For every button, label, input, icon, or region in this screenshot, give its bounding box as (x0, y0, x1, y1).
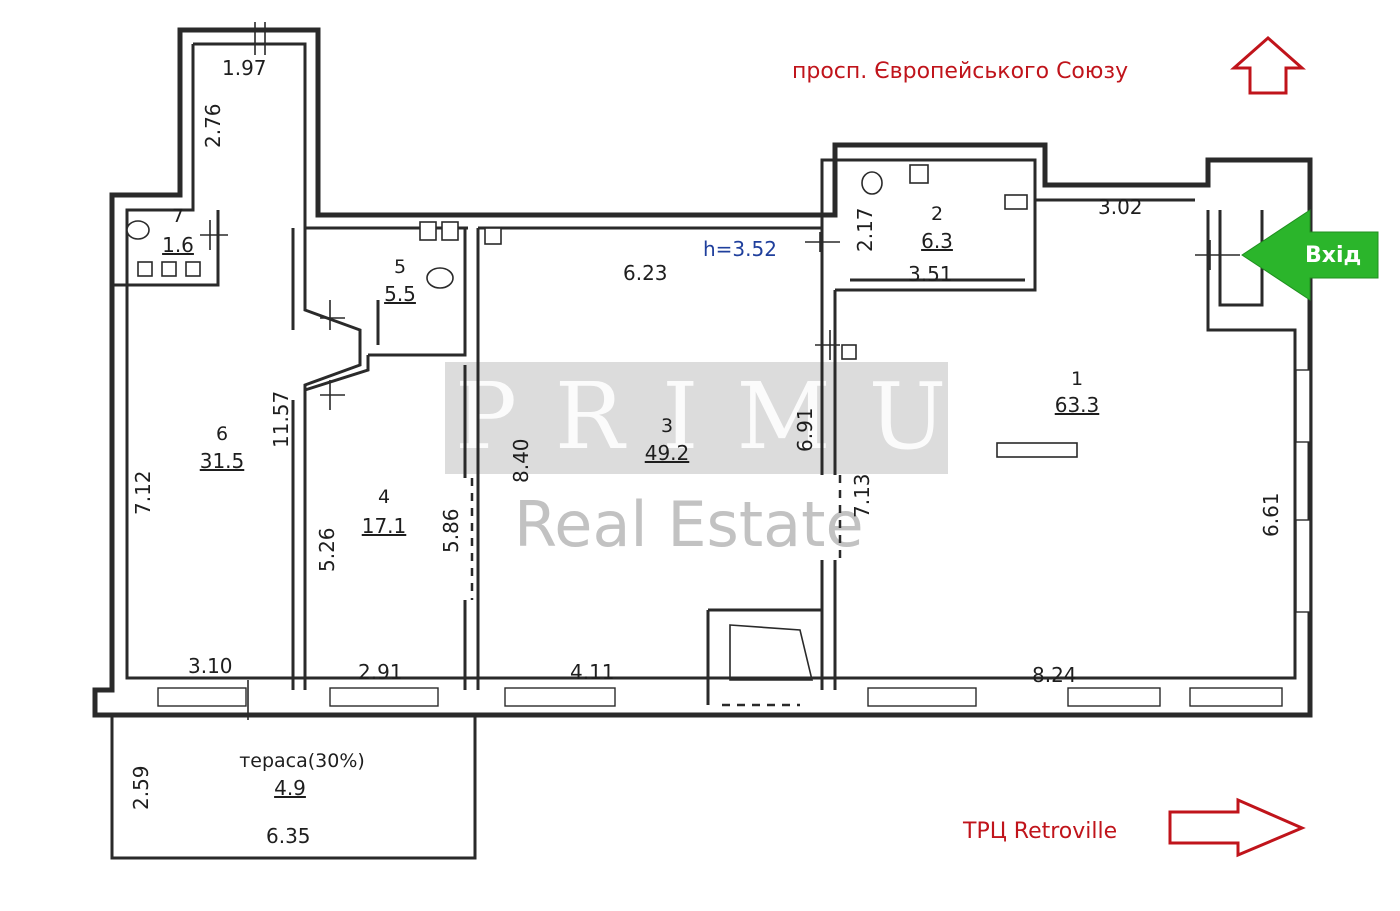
wall-4-3 (463, 228, 480, 690)
wall-room2 (835, 200, 1037, 292)
shaft-icon (841, 344, 857, 360)
entrance-door (1195, 240, 1240, 270)
watermark-logo: PRIMUS (455, 363, 1085, 470)
toilet-icon (861, 171, 883, 195)
door-room5 (320, 300, 345, 330)
door-room2 (805, 232, 840, 252)
dim-5-86: 5.86 (439, 508, 463, 553)
window (329, 687, 439, 707)
door-room7 (200, 220, 228, 250)
window (157, 687, 247, 707)
dim-6-23: 6.23 (623, 261, 668, 285)
dim-8-24: 8.24 (1032, 663, 1077, 687)
room-6-number: 6 (216, 423, 228, 445)
room-1-area: 63.3 (1055, 393, 1100, 417)
room-2-area: 6.3 (921, 229, 953, 253)
mall-label: ТРЦ Retroville (962, 819, 1117, 844)
dim-11-57: 11.57 (269, 391, 293, 448)
dim-2-91: 2.91 (358, 660, 403, 684)
dim-6-91: 6.91 (793, 407, 817, 452)
dim-2-59: 2.59 (129, 765, 153, 810)
room-1-number: 1 (1071, 368, 1083, 390)
ceiling-height: h=3.52 (703, 237, 777, 261)
wall-room5 (304, 228, 467, 392)
dim-7-13: 7.13 (850, 473, 874, 518)
walls (92, 27, 1313, 718)
room-7-number: 7 (172, 205, 184, 227)
door-top (254, 22, 266, 55)
wall-6-4 (291, 400, 307, 690)
dimensions: 1.97 2.76 7.12 11.57 3.10 5.26 5.86 2.91… (129, 56, 1283, 848)
dim-3-10: 3.10 (188, 654, 233, 678)
dim-6-61: 6.61 (1259, 492, 1283, 537)
terrace-label: тераса(30%) (239, 750, 365, 772)
street-label: просп. Європейського Союзу (792, 59, 1128, 84)
window (867, 687, 977, 707)
sink-icon (1004, 194, 1028, 210)
window (1189, 687, 1283, 707)
mall-direction: ТРЦ Retroville (962, 797, 1306, 858)
room-5-area: 5.5 (384, 282, 416, 306)
windows (157, 369, 1311, 707)
room-2-number: 2 (931, 203, 943, 225)
dim-4-11: 4.11 (570, 660, 615, 684)
shower-tray (161, 261, 177, 277)
dim-8-40: 8.40 (509, 438, 533, 483)
left-arrow-icon (1241, 209, 1379, 301)
dim-1-97: 1.97 (222, 56, 267, 80)
door-marks (200, 22, 842, 720)
room-4-number: 4 (378, 486, 390, 508)
sink-icon (419, 221, 437, 241)
wall-niche (706, 608, 822, 705)
up-arrow-icon (1230, 35, 1306, 95)
room-4-area: 17.1 (362, 514, 407, 538)
entrance-label: Вхід (1305, 243, 1361, 268)
terrace-outline (110, 715, 477, 860)
shower-tray (185, 261, 201, 277)
dim-7-12: 7.12 (131, 470, 155, 515)
dim-6-35: 6.35 (266, 824, 311, 848)
window (1067, 687, 1161, 707)
room-3-number: 3 (661, 415, 673, 437)
wall-corridor (291, 228, 362, 400)
room-3-area: 49.2 (645, 441, 690, 465)
wall-3-1 (820, 228, 837, 690)
door-room1 (815, 330, 840, 360)
toilet-icon (126, 220, 150, 240)
column (996, 442, 1078, 458)
room-labels: 1 63.3 2 6.3 3 49.2 4 17.1 5 5.5 6 31.5 … (162, 203, 1099, 800)
sink-icon (441, 221, 459, 241)
watermark-box (445, 362, 948, 474)
watermark-text: Real Estate (514, 488, 864, 561)
watermark: PRIMUS Real Estate (445, 362, 1085, 561)
street-direction: просп. Європейського Союзу (792, 35, 1306, 95)
room-7-area: 1.6 (162, 233, 194, 257)
right-arrow-icon (1168, 797, 1306, 858)
fixtures (126, 164, 1028, 360)
window (1295, 519, 1311, 613)
window (1295, 369, 1311, 443)
dim-3-02: 3.02 (1098, 195, 1143, 219)
dim-3-51: 3.51 (908, 262, 953, 286)
dim-2-17: 2.17 (853, 207, 877, 252)
inner-wall-lines (125, 42, 1297, 680)
sink-icon (909, 164, 929, 184)
toilet-icon (426, 267, 454, 289)
shaft-icon (484, 227, 502, 245)
door-room4 (320, 380, 345, 410)
room-6-area: 31.5 (200, 449, 245, 473)
entrance-marker: Вхід (1241, 209, 1379, 301)
shower-tray (137, 261, 153, 277)
outer-wall (92, 27, 1313, 718)
dim-2-76: 2.76 (201, 103, 225, 148)
dim-5-26: 5.26 (315, 527, 339, 572)
window (504, 687, 616, 707)
terrace-area: 4.9 (274, 776, 306, 800)
room-5-number: 5 (394, 256, 406, 278)
niche-fixture (729, 624, 814, 681)
